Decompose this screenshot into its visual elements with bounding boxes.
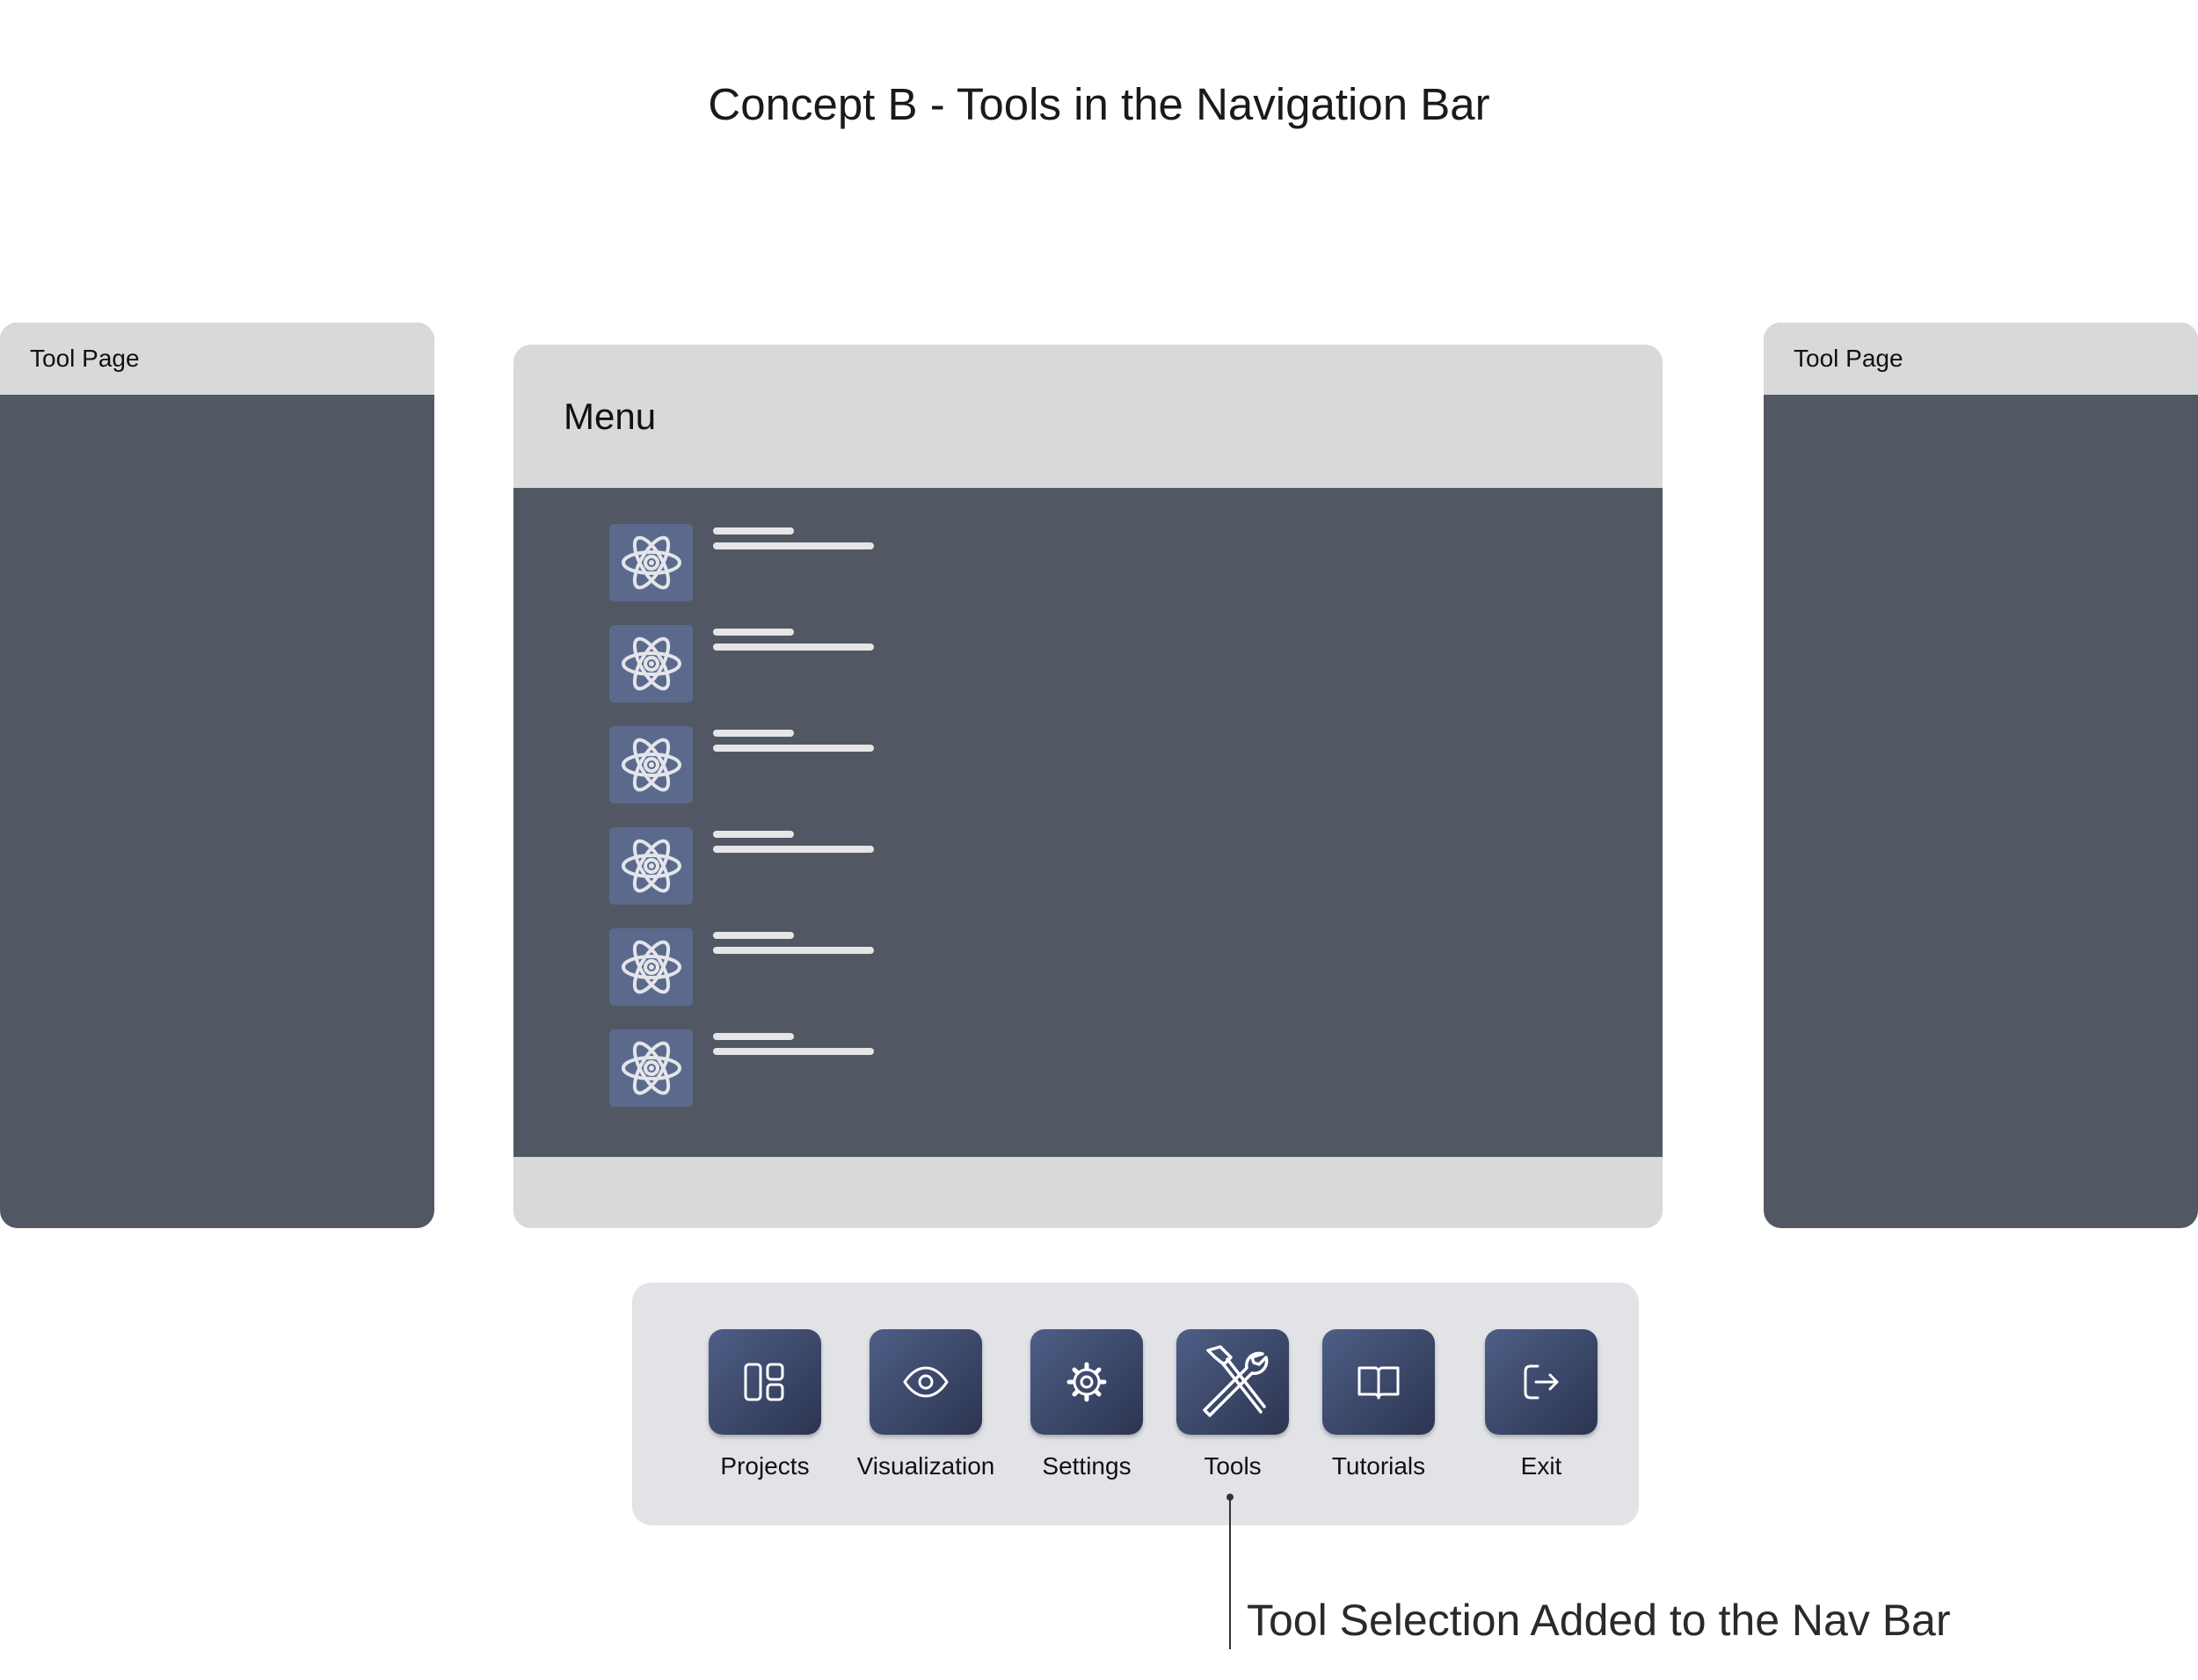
menu-item[interactable] — [609, 827, 961, 905]
nav-item-exit[interactable]: Exit — [1453, 1329, 1629, 1487]
dashboard-layout-icon — [744, 1363, 784, 1401]
nav-label: Projects — [720, 1452, 810, 1480]
menu-item[interactable] — [609, 928, 961, 1006]
exit-icon — [1524, 1364, 1559, 1400]
eye-icon — [903, 1366, 949, 1398]
settings-button[interactable] — [1030, 1329, 1143, 1435]
menu-item[interactable] — [609, 726, 961, 804]
nav-label: Tutorials — [1331, 1452, 1426, 1480]
menu-list — [513, 488, 1663, 1157]
visualization-button[interactable] — [870, 1329, 982, 1435]
left-tool-page-header: Tool Page — [0, 323, 434, 395]
projects-button[interactable] — [709, 1329, 821, 1435]
nav-label: Tools — [1204, 1452, 1262, 1480]
hammer-wrench-icon — [1203, 1345, 1269, 1417]
nav-item-projects[interactable]: Projects — [677, 1329, 853, 1487]
nav-item-settings[interactable]: Settings — [999, 1329, 1175, 1487]
gear-icon — [1066, 1362, 1107, 1402]
menu-item-subtitle-placeholder — [713, 846, 874, 853]
atom-icon — [609, 726, 693, 804]
menu-item-title-placeholder — [713, 730, 794, 737]
open-book-icon — [1357, 1366, 1400, 1400]
atom-icon — [609, 524, 693, 601]
page-title: Concept B - Tools in the Navigation Bar — [708, 79, 1490, 129]
annotation-leader-line — [1229, 1497, 1231, 1649]
menu-item-subtitle-placeholder — [713, 947, 874, 954]
menu-footer — [513, 1157, 1663, 1228]
nav-label: Settings — [1042, 1452, 1132, 1480]
navigation-bar: Projects Visualization Settings Tools Tu… — [632, 1283, 1639, 1525]
atom-icon — [609, 1029, 693, 1107]
menu-item-title-placeholder — [713, 932, 794, 939]
menu-title: Menu — [564, 395, 657, 437]
menu-item-subtitle-placeholder — [713, 1048, 874, 1055]
menu-item-title-placeholder — [713, 629, 794, 636]
menu-item-subtitle-placeholder — [713, 644, 874, 651]
menu-item-subtitle-placeholder — [713, 542, 874, 549]
atom-icon — [609, 827, 693, 905]
nav-item-tools[interactable]: Tools — [1145, 1329, 1321, 1487]
menu-item[interactable] — [609, 625, 961, 702]
nav-label: Exit — [1520, 1452, 1562, 1480]
tools-button[interactable] — [1176, 1329, 1289, 1435]
menu-item-title-placeholder — [713, 1033, 794, 1040]
menu-window: Menu — [513, 345, 1663, 1228]
atom-icon — [609, 625, 693, 702]
right-tool-page-panel: Tool Page — [1764, 323, 2198, 1228]
left-tool-page-panel: Tool Page — [0, 323, 434, 1228]
nav-item-visualization[interactable]: Visualization — [838, 1329, 1014, 1487]
menu-item-title-placeholder — [713, 831, 794, 838]
tutorials-button[interactable] — [1322, 1329, 1435, 1435]
right-tool-page-header: Tool Page — [1764, 323, 2198, 395]
menu-item-title-placeholder — [713, 527, 794, 535]
atom-icon — [609, 928, 693, 1006]
nav-item-tutorials[interactable]: Tutorials — [1291, 1329, 1467, 1487]
menu-item[interactable] — [609, 1029, 961, 1107]
annotation-text: Tool Selection Added to the Nav Bar — [1247, 1596, 1951, 1645]
menu-item[interactable] — [609, 524, 961, 601]
nav-label: Visualization — [856, 1452, 995, 1480]
exit-button[interactable] — [1485, 1329, 1598, 1435]
menu-item-subtitle-placeholder — [713, 745, 874, 752]
